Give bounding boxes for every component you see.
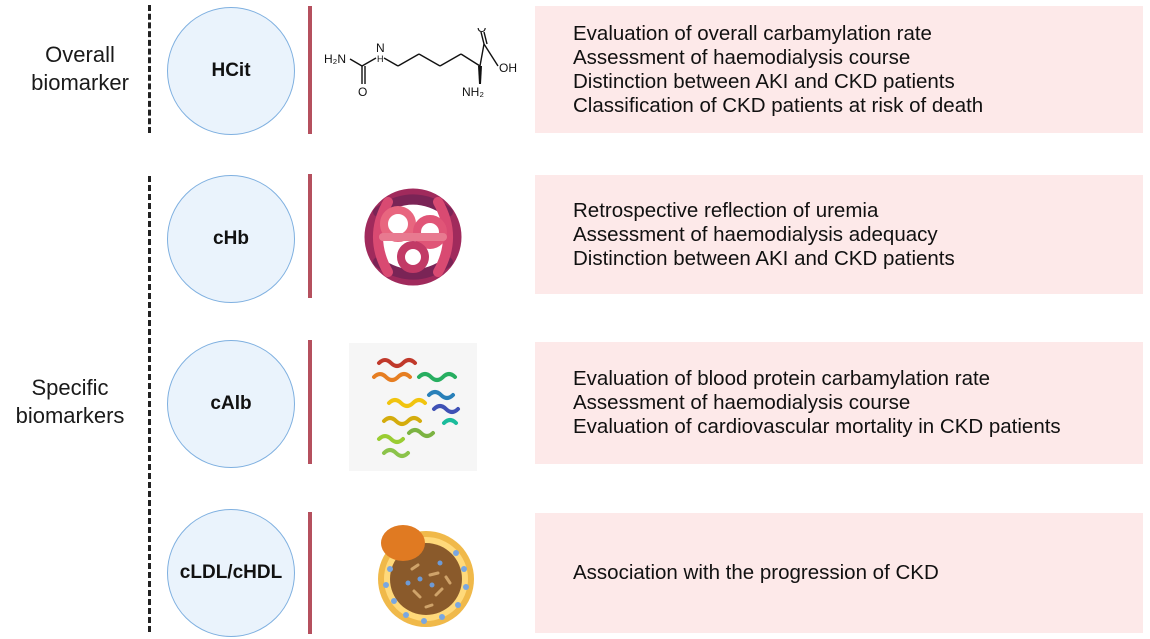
specific-label-line2: biomarkers: [15, 403, 125, 428]
struct-h-label: H: [377, 54, 384, 64]
struct-o1-label: O: [358, 85, 367, 99]
calb-item: Evaluation of blood protein carbamylatio…: [573, 367, 991, 390]
hcit-item: Assessment of haemodialysis course: [573, 45, 911, 69]
struct-o2-label: O: [477, 28, 486, 35]
calb-bar: [308, 340, 312, 464]
chb-item: Distinction between AKI and CKD patients: [573, 246, 955, 270]
cldl-chdl-description-box: Association with the progression of CKD: [535, 513, 1143, 633]
overall-label-line2: biomarker: [31, 70, 129, 95]
calb-name: cAlb: [210, 393, 252, 414]
cldl-chdl-bar: [308, 512, 312, 634]
struct-h2n-label: H₂N: [324, 52, 346, 66]
hcit-item: Distinction between AKI and CKD patients: [573, 69, 955, 93]
hemoglobin-ribbon-image: [364, 188, 462, 286]
struct-n-label: N: [376, 41, 385, 55]
chb-name: cHb: [213, 228, 249, 249]
struct-oh-label: OH: [499, 61, 517, 75]
chb-description-box: Retrospective reflection of uremia Asses…: [535, 175, 1143, 294]
cldl-chdl-item: Association with the progression of CKD: [573, 561, 939, 584]
hcit-name: HCit: [211, 60, 251, 81]
calb-item: Evaluation of cardiovascular mortality i…: [573, 415, 1061, 438]
specific-biomarkers-label: Specific biomarkers: [0, 374, 140, 430]
overall-label-line1: Overall: [45, 42, 115, 67]
overall-group-divider: [148, 5, 151, 133]
chb-item: Retrospective reflection of uremia: [573, 198, 879, 222]
cldl-chdl-name: cLDL/cHDL: [179, 562, 283, 583]
hcit-item: Classification of CKD patients at risk o…: [573, 93, 984, 117]
calb-circle: cAlb: [167, 340, 295, 468]
calb-item: Assessment of haemodialysis course: [573, 391, 911, 414]
overall-biomarker-label: Overall biomarker: [10, 41, 150, 97]
specific-group-divider: [148, 176, 151, 632]
hcit-circle: HCit: [167, 7, 295, 135]
albumin-ribbon-image: [349, 343, 477, 471]
hcit-description-box: Evaluation of overall carbamylation rate…: [535, 6, 1143, 133]
cldl-chdl-circle: cLDL/cHDL: [167, 509, 295, 637]
specific-label-line1: Specific: [31, 375, 109, 400]
chb-item: Assessment of haemodialysis adequacy: [573, 222, 938, 246]
chb-bar: [308, 174, 312, 298]
homocitrulline-structure-image: H₂N N H O O OH NH₂: [324, 28, 517, 99]
hcit-item: Evaluation of overall carbamylation rate: [573, 21, 932, 45]
struct-nh2-label: NH₂: [462, 85, 484, 99]
calb-description-box: Evaluation of blood protein carbamylatio…: [535, 342, 1143, 464]
lipoprotein-particle-image: [378, 525, 474, 627]
hcit-bar: [308, 6, 312, 134]
chb-circle: cHb: [167, 175, 295, 303]
